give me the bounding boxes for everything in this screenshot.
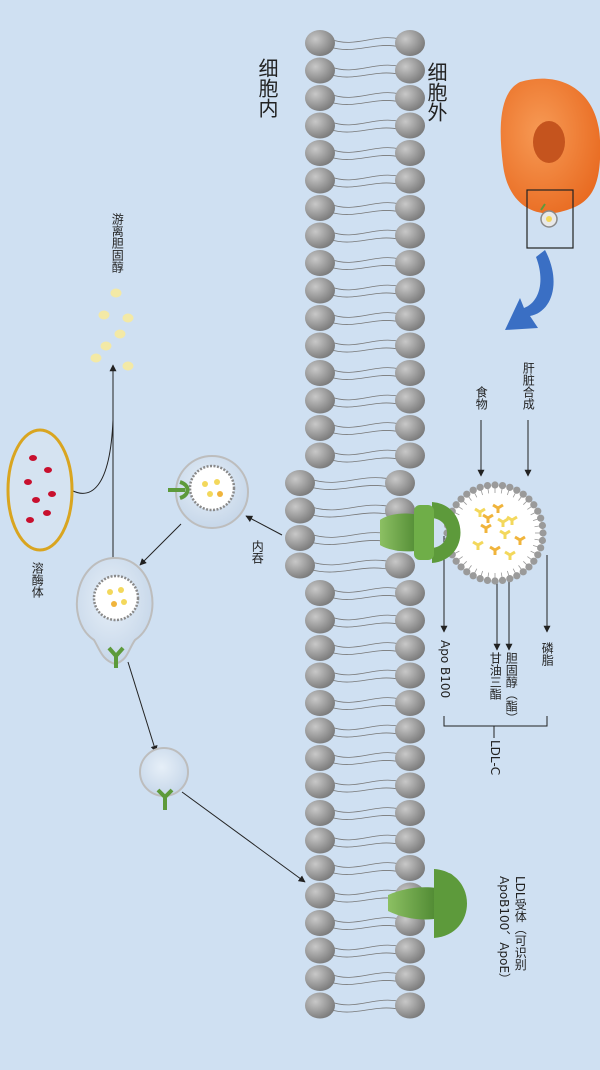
cholesterol-ester-marks <box>472 503 526 560</box>
endosome <box>168 455 249 529</box>
label-apo-b100: Apo B100 <box>438 640 453 699</box>
ldl-receptor-bound <box>380 502 461 563</box>
sorting-vesicle <box>75 556 154 668</box>
label-ldl-c: LDL-C <box>488 740 503 776</box>
label-cholesterol-ester: 胆固醇（酯） <box>504 652 519 724</box>
lysosome <box>6 428 74 552</box>
label-phospholipid: 磷脂 <box>540 642 555 666</box>
zoom-box <box>526 189 574 249</box>
label-lysosome: 溶酶体 <box>30 562 45 598</box>
label-outside: 细胞外 <box>424 62 448 122</box>
recycling-vesicle <box>139 747 189 810</box>
label-liver-synthesis: 肝脏合成 <box>521 362 536 410</box>
liver-nucleus <box>533 121 565 163</box>
ldl-receptor-free <box>388 869 467 938</box>
label-inside: 细胞内 <box>255 58 279 118</box>
label-free-cholesterol: 游离胆固醇 <box>110 213 125 273</box>
label-receptor-line1: LDL受体（可识别 <box>513 876 528 971</box>
liver-cell <box>500 78 600 249</box>
zoom-arrow-icon <box>505 250 554 330</box>
label-arrows <box>70 364 551 883</box>
label-endocytosis: 内吞 <box>250 540 265 564</box>
label-food: 食物 <box>474 386 489 410</box>
free-cholesterol-dots <box>90 288 134 371</box>
label-receptor-line2: ApoB100、ApoE） <box>497 876 512 986</box>
label-triglyceride: 甘油三酯 <box>488 652 503 700</box>
